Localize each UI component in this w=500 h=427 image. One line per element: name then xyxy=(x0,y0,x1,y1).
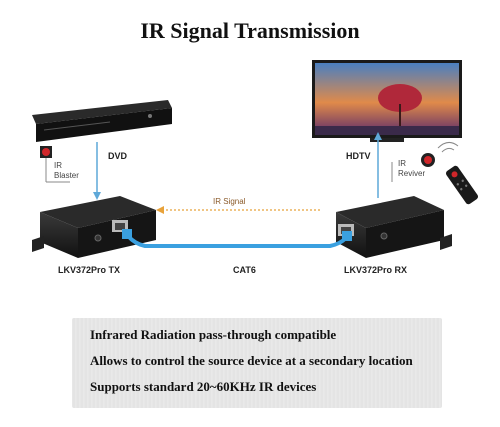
tx-extender-box xyxy=(32,196,156,258)
cat6-label: CAT6 xyxy=(233,265,256,275)
rx-extender-box xyxy=(336,196,452,258)
ir-blaster-label: IR Blaster xyxy=(54,161,79,180)
tx-label: LKV372Pro TX xyxy=(58,265,121,275)
feature-item: Allows to control the source device at a… xyxy=(90,353,413,368)
diagram-title: IR Signal Transmission xyxy=(140,18,360,43)
feature-item: Supports standard 20~60KHz IR devices xyxy=(90,379,317,394)
ir-signal-label: IR Signal xyxy=(213,197,246,206)
feature-item: Infrared Radiation pass-through compatib… xyxy=(90,327,337,342)
hdtv-label: HDTV xyxy=(346,151,371,161)
ir-receiver-label: IR Reviver xyxy=(398,159,426,178)
dvd-to-tx-arrow xyxy=(93,142,101,200)
rx-to-hdtv-arrow xyxy=(374,132,382,198)
rx-label: LKV372Pro RX xyxy=(344,265,408,275)
ir-receiver-icon xyxy=(421,153,435,167)
hdtv-screen xyxy=(312,60,462,142)
remote-control-icon xyxy=(445,165,479,205)
dvd-player xyxy=(32,100,172,142)
ir-signal-arrow xyxy=(156,206,320,214)
dvd-label: DVD xyxy=(108,151,128,161)
cat6-cable xyxy=(122,229,352,248)
features-panel: Infrared Radiation pass-through compatib… xyxy=(72,318,442,408)
ir-blaster-icon xyxy=(40,146,52,158)
